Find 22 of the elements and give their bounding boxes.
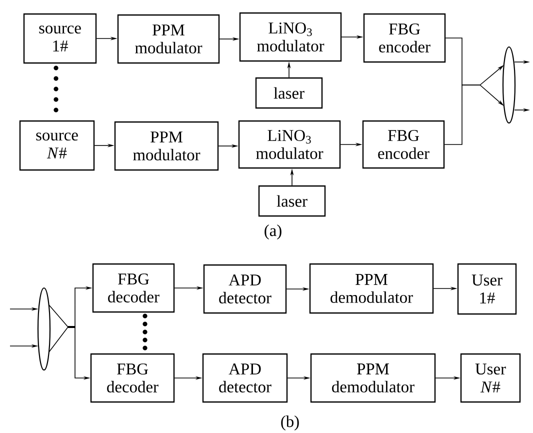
block-box: FBG encoder (363, 13, 446, 63)
coupler-ellipse (37, 287, 51, 371)
block-box: source 1# (23, 13, 97, 64)
block-box: LiNO$_{3}$ modulator (238, 120, 341, 169)
block-box: User N# (460, 353, 521, 403)
block-box: FBG decoder (90, 353, 175, 403)
panel-label: (a) (264, 224, 282, 240)
block-box: FBG encoder (362, 120, 445, 169)
block-box: PPM demodulator (309, 263, 434, 314)
block-box: PPM demodulator (310, 353, 436, 403)
block-box: PPM modulator (114, 121, 219, 171)
block-box: APD detector (203, 264, 287, 314)
block-box: User 1# (457, 263, 517, 315)
laser-box: laser (255, 77, 323, 109)
laser-box: laser (258, 185, 326, 217)
block-box: LiNO$_{3}$ modulator (239, 12, 342, 62)
block-box: APD detector (202, 353, 288, 403)
panel-label: (b) (281, 416, 299, 430)
block-box: PPM modulator (117, 14, 220, 64)
coupler-ellipse (502, 46, 516, 124)
block-box: FBG decoder (92, 263, 175, 313)
block-box: source N# (19, 120, 95, 171)
